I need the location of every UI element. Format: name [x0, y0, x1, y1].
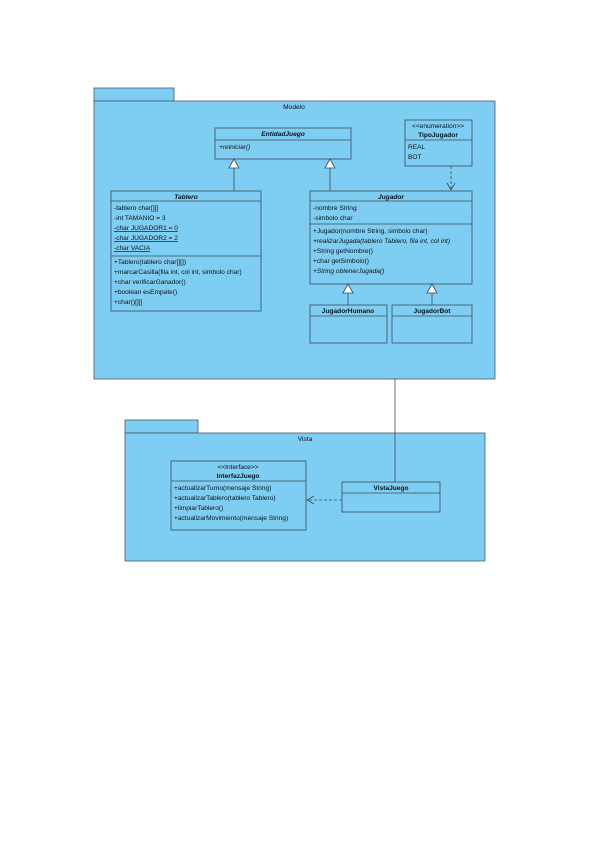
- class-jugador-bot[interactable]: JugadorBot: [391, 304, 473, 344]
- class-interfaz-juego-name: InterfazJuego: [217, 473, 260, 480]
- attribute: -int TAMANIO = 3: [114, 215, 166, 222]
- method: +boolean esEmpate(): [114, 289, 177, 296]
- enum-literal: REAL: [408, 144, 426, 151]
- class-tablero[interactable]: Tablero -tablero char[][] -int TAMANIO =…: [110, 190, 262, 312]
- package-vista-label: Vista: [298, 436, 313, 443]
- package-modelo-label: Modelo: [283, 104, 305, 111]
- method: +Tablero(tablero char[][]): [114, 259, 186, 266]
- class-vista-juego-name: VistaJuego: [373, 485, 408, 492]
- method: +char getSimbolo(): [313, 258, 369, 265]
- attribute: -simbolo char: [313, 215, 353, 222]
- method: +Jugador(nombre String, simbolo char): [313, 228, 428, 235]
- method: +actualizarMovimiento(mensaje String): [174, 515, 288, 522]
- method: +char verificarGanador(): [114, 279, 186, 286]
- generalization-jugador-entidad: [324, 158, 336, 191]
- generalization-bot-jugador: [426, 283, 438, 305]
- method: +char()[][]: [114, 299, 143, 306]
- method: +realizarJugada(tablero Tablero, fila in…: [313, 238, 450, 245]
- class-vista-juego[interactable]: VistaJuego: [341, 481, 441, 513]
- method: +marcarCasilla(fila int, col int, simbol…: [114, 269, 242, 276]
- method: +actualizarTurno(mensaje String): [174, 485, 271, 492]
- class-interfaz-juego-stereotype: <<Interface>>: [217, 464, 258, 471]
- generalization-humano-jugador: [342, 283, 354, 305]
- class-jugador[interactable]: Jugador -nombre String -simbolo char +Ju…: [309, 190, 473, 285]
- method: +actualizarTablero(tablero Tablero): [174, 495, 276, 502]
- generalization-tablero-entidad: [228, 158, 240, 191]
- class-tipo-jugador-stereotype: <<enumeration>>: [412, 123, 464, 130]
- attribute: -tablero char[][]: [114, 205, 159, 212]
- attribute: -nombre String: [313, 205, 357, 212]
- class-tipo-jugador[interactable]: <<enumeration>> TipoJugador REAL BOT: [404, 119, 473, 167]
- class-jugador-bot-name: JugadorBot: [414, 308, 452, 315]
- class-tablero-name: Tablero: [174, 194, 198, 201]
- class-jugador-humano[interactable]: JugadorHumano: [309, 304, 388, 344]
- dependency-jugador-tipojugador: [446, 166, 456, 191]
- class-entidad-juego-method: +reiniciar(): [219, 144, 250, 151]
- class-tipo-jugador-name: TipoJugador: [418, 132, 458, 139]
- attribute: -char VACIA: [114, 245, 151, 252]
- attribute: -char JUGADOR1 = 0: [114, 225, 178, 232]
- method: +String obtenerJugada(): [313, 268, 384, 275]
- attribute: -char JUGADOR2 = 2: [114, 235, 178, 242]
- class-jugador-humano-name: JugadorHumano: [322, 308, 374, 315]
- class-entidad-juego-name: EntidadJuego: [261, 131, 305, 138]
- method: +limpiarTablero(): [174, 505, 223, 512]
- class-entidad-juego[interactable]: EntidadJuego +reiniciar(): [214, 127, 352, 160]
- enum-literal: BOT: [408, 154, 422, 161]
- method: +String getNombre(): [313, 248, 373, 255]
- class-jugador-name: Jugador: [378, 194, 404, 201]
- realization-vista-interfaz: [306, 495, 342, 505]
- class-interfaz-juego[interactable]: <<Interface>> InterfazJuego +actualizarT…: [170, 460, 307, 531]
